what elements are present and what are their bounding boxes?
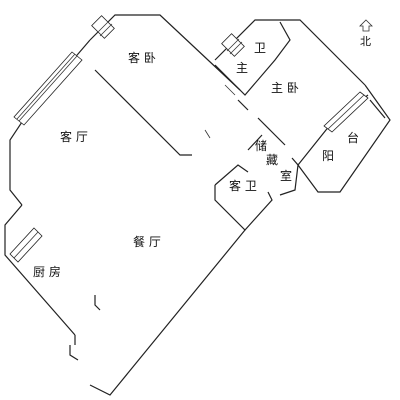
wall-master-bath-inner — [237, 99, 249, 111]
wall-balcony — [297, 84, 391, 193]
wall-bottom-left — [69, 345, 79, 361]
window-living-room — [13, 51, 83, 126]
wall-kitchen-inner — [94, 295, 101, 311]
wall-guest-bath — [214, 164, 249, 186]
room-label-kitchen: 厨 房 — [33, 264, 61, 279]
wall-storage-b — [247, 134, 263, 151]
room-label-balcony-2: 台 — [347, 130, 359, 145]
wall-balcony-right — [369, 99, 386, 119]
room-label-guest-bath: 客 卫 — [229, 178, 257, 193]
window-balcony — [323, 91, 369, 133]
wall-master-divider — [224, 84, 236, 96]
room-label-balcony-1: 阳 — [322, 149, 334, 163]
wall-master-bath — [214, 21, 291, 96]
wall-kitchen-left — [4, 204, 76, 336]
room-label-master-bath-left: 主 — [236, 61, 248, 75]
room-label-storage-1: 储 — [255, 138, 267, 153]
north-arrow-icon — [359, 19, 373, 32]
room-label-master-bedroom: 主 卧 — [271, 81, 299, 95]
wall-guest-bedroom — [94, 69, 192, 156]
interior-walls — [74, 21, 386, 345]
wall-living-divider — [204, 129, 211, 139]
wall-bottom-diagonal — [89, 229, 246, 396]
window-guest-bedroom — [91, 15, 115, 39]
room-label-storage-3: 室 — [280, 168, 292, 183]
room-label-living-room: 客 厅 — [60, 129, 88, 144]
room-label-storage-2: 藏 — [266, 153, 278, 167]
window-master-bath — [221, 33, 245, 57]
wall-guest-bath-right — [279, 157, 299, 196]
wall-storage-a — [257, 117, 286, 146]
window-kitchen — [9, 227, 43, 263]
room-label-dining-room: 餐 厅 — [133, 234, 161, 249]
north-label: 北 — [360, 35, 371, 48]
windows — [9, 15, 369, 263]
wall-guest-bath-bottom — [214, 185, 273, 231]
room-label-master-bath-top: 卫 — [254, 41, 266, 55]
room-label-guest-bedroom: 客 卧 — [128, 50, 156, 65]
